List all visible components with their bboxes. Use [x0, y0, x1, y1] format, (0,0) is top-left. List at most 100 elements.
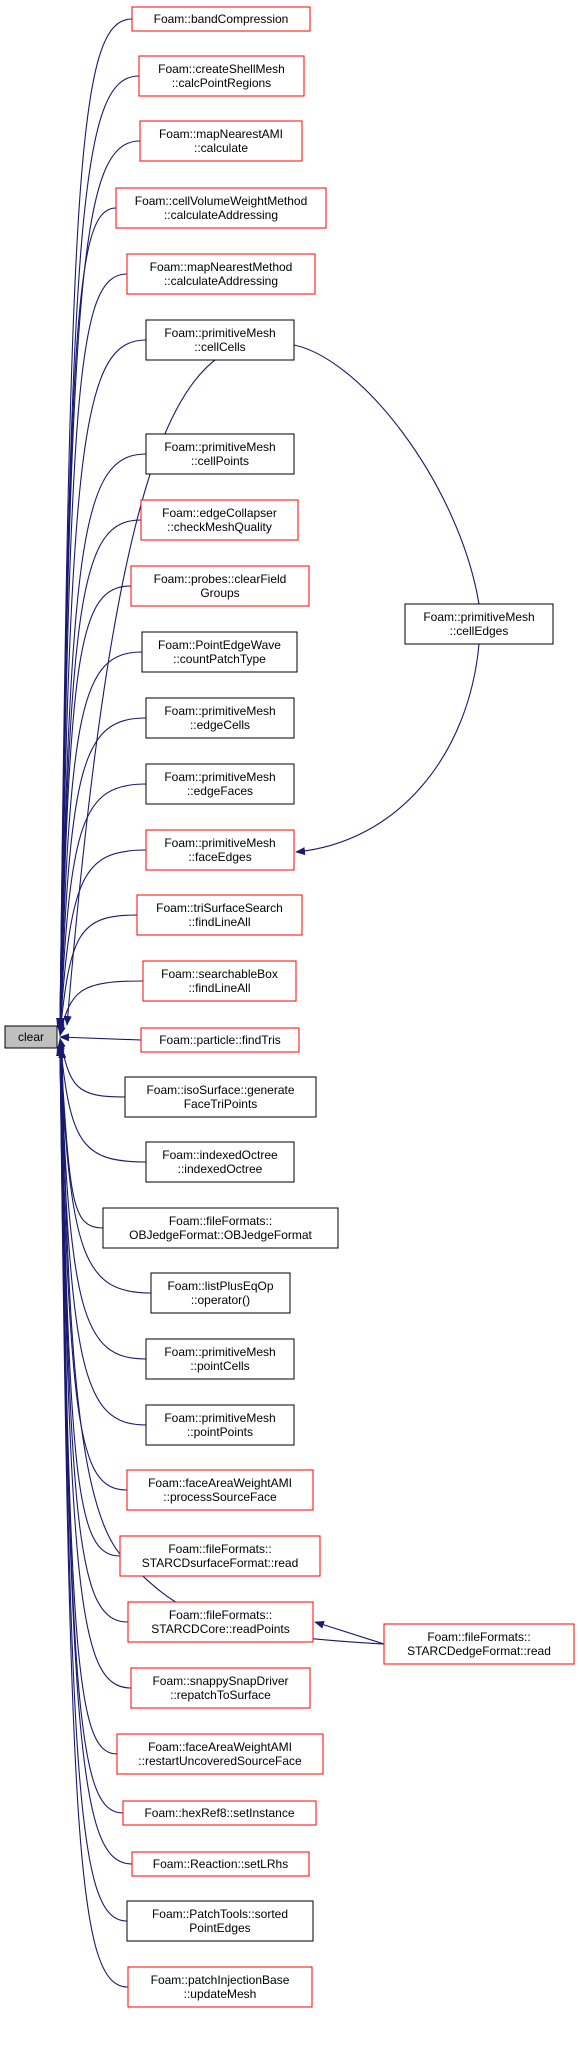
caller-node-n23-label-line: Foam::faceAreaWeightAMI: [148, 1476, 292, 1490]
caller-node-n31-box: [127, 1966, 313, 2008]
edge-n14-to-clear: [56, 914, 138, 1035]
caller-node-n16[interactable]: Foam::particle::findTris: [140, 1027, 300, 1053]
caller-node-n5-box: [126, 253, 316, 295]
caller-node-n11[interactable]: Foam::primitiveMesh::edgeCells: [145, 697, 295, 739]
caller-node-n14-label-line: Foam::triSurfaceSearch: [156, 901, 283, 915]
caller-node-n12-label-line: Foam::primitiveMesh: [164, 770, 275, 784]
caller-node-n27-label-line: ::restartUncoveredSourceFace: [138, 1754, 302, 1768]
caller-node-n32[interactable]: Foam::primitiveMesh::cellEdges: [404, 603, 554, 645]
caller-node-n8[interactable]: Foam::edgeCollapser::checkMeshQuality: [140, 499, 299, 541]
caller-node-n14[interactable]: Foam::triSurfaceSearch::findLineAll: [136, 894, 303, 936]
caller-node-n21[interactable]: Foam::primitiveMesh::pointCells: [145, 1338, 295, 1380]
caller-node-n6-label-line: Foam::primitiveMesh: [164, 326, 275, 340]
caller-node-n13-label-line: ::faceEdges: [188, 850, 251, 864]
caller-node-n32-label-line: ::cellEdges: [450, 624, 509, 638]
caller-node-n20-label-line: ::operator(): [191, 1293, 250, 1307]
caller-node-n23-label-line: ::processSourceFace: [163, 1490, 277, 1504]
caller-node-n18[interactable]: Foam::indexedOctree::indexedOctree: [145, 1141, 295, 1183]
caller-node-n4-label-line: ::calculateAddressing: [164, 208, 278, 222]
caller-node-n28-box: [122, 1800, 317, 1826]
caller-node-n14-box: [136, 894, 303, 936]
caller-node-n18-label-line: ::indexedOctree: [178, 1162, 263, 1176]
caller-node-n12[interactable]: Foam::primitiveMesh::edgeFaces: [145, 763, 295, 805]
caller-node-n26-label-line: Foam::snappySnapDriver: [152, 1674, 288, 1688]
caller-node-n13[interactable]: Foam::primitiveMesh::faceEdges: [145, 829, 295, 871]
caller-node-n9-label-line: Foam::probes::clearField: [154, 572, 287, 586]
caller-node-n8-box: [140, 499, 299, 541]
caller-node-n6-box: [145, 319, 295, 361]
caller-node-n25-box: [127, 1601, 314, 1643]
caller-node-n24-label-line: STARCDsurfaceFormat::read: [142, 1556, 299, 1570]
caller-node-n31[interactable]: Foam::patchInjectionBase::updateMesh: [127, 1966, 313, 2008]
edge-n7-to-clear: [56, 453, 147, 1028]
caller-node-n2[interactable]: Foam::createShellMesh::calcPointRegions: [138, 55, 305, 97]
caller-node-n22[interactable]: Foam::primitiveMesh::pointPoints: [145, 1404, 295, 1446]
caller-node-n11-label-line: Foam::primitiveMesh: [164, 704, 275, 718]
caller-node-n10[interactable]: Foam::PointEdgeWave::countPatchType: [141, 631, 298, 673]
caller-node-n5-label-line: ::calculateAddressing: [164, 274, 278, 288]
edge-n13-to-clear: [56, 849, 147, 1034]
focus-node-clear[interactable]: clear: [4, 1025, 58, 1049]
edge-n4-to-clear: [56, 207, 117, 1028]
caller-node-n17-label-line: Foam::isoSurface::generate: [146, 1083, 294, 1097]
caller-node-n11-box: [145, 697, 295, 739]
caller-node-n22-label-line: Foam::primitiveMesh: [164, 1411, 275, 1425]
caller-node-n14-label-line: ::findLineAll: [188, 915, 250, 929]
caller-node-n19-box: [102, 1207, 339, 1249]
caller-node-n26[interactable]: Foam::snappySnapDriver::repatchToSurface: [130, 1667, 311, 1709]
caller-node-n29-label-line: Foam::Reaction::setLRhs: [153, 1857, 288, 1871]
caller-node-n3[interactable]: Foam::mapNearestAMI::calculate: [139, 120, 303, 162]
caller-node-n19[interactable]: Foam::fileFormats::OBJedgeFormat::OBJedg…: [102, 1207, 339, 1249]
caller-node-n25-label-line: STARCDCore::readPoints: [151, 1622, 290, 1636]
caller-node-n7[interactable]: Foam::primitiveMesh::cellPoints: [145, 433, 295, 475]
edge-n23-to-clear: [56, 1046, 128, 1491]
caller-node-n12-label-line: ::edgeFaces: [187, 784, 253, 798]
caller-node-n10-label-line: ::countPatchType: [173, 652, 266, 666]
caller-node-n4[interactable]: Foam::cellVolumeWeightMethod::calculateA…: [115, 187, 327, 229]
caller-node-n29[interactable]: Foam::Reaction::setLRhs: [131, 1851, 310, 1877]
caller-node-n1[interactable]: Foam::bandCompression: [131, 6, 311, 32]
caller-node-n26-box: [130, 1667, 311, 1709]
caller-node-n18-box: [145, 1141, 295, 1183]
caller-node-n20-box: [150, 1272, 291, 1314]
caller-node-n10-box: [141, 631, 298, 673]
caller-node-n30-label-line: PointEdges: [189, 1921, 250, 1935]
caller-node-n19-label-line: Foam::fileFormats::: [169, 1214, 272, 1228]
edge-n20-to-clear: [56, 1042, 152, 1294]
caller-node-n6[interactable]: Foam::primitiveMesh::cellCells: [145, 319, 295, 361]
caller-node-n24[interactable]: Foam::fileFormats::STARCDsurfaceFormat::…: [119, 1535, 321, 1577]
edge-n12-to-clear: [56, 783, 147, 1032]
caller-node-n30-box: [126, 1900, 314, 1942]
caller-node-n15-label-line: ::findLineAll: [188, 981, 250, 995]
caller-node-n5[interactable]: Foam::mapNearestMethod::calculateAddress…: [126, 253, 316, 295]
caller-node-n15-box: [142, 960, 297, 1002]
caller-node-n22-label-line: ::pointPoints: [187, 1425, 253, 1439]
caller-node-n10-label-line: Foam::PointEdgeWave: [158, 638, 281, 652]
edge-n8-to-clear: [56, 519, 142, 1028]
caller-node-n17-box: [124, 1076, 317, 1118]
caller-node-n27[interactable]: Foam::faceAreaWeightAMI::restartUncovere…: [116, 1733, 324, 1775]
caller-node-n31-label-line: ::updateMesh: [184, 1987, 257, 2001]
caller-node-n23[interactable]: Foam::faceAreaWeightAMI::processSourceFa…: [126, 1469, 314, 1511]
caller-node-n16-box: [140, 1027, 300, 1053]
focus-node-clear-box: [4, 1025, 58, 1049]
caller-node-n28[interactable]: Foam::hexRef8::setInstance: [122, 1800, 317, 1826]
caller-node-n6-label-line: ::cellCells: [194, 340, 245, 354]
caller-node-n4-label-line: Foam::cellVolumeWeightMethod: [135, 194, 308, 208]
caller-node-n20[interactable]: Foam::listPlusEqOp::operator(): [150, 1272, 291, 1314]
caller-node-n3-box: [139, 120, 303, 162]
caller-node-n22-box: [145, 1404, 295, 1446]
caller-node-n16-label-line: Foam::particle::findTris: [159, 1033, 281, 1047]
caller-node-n15[interactable]: Foam::searchableBox::findLineAll: [142, 960, 297, 1002]
caller-node-n9-label-line: Groups: [200, 586, 239, 600]
edge-n10-to-clear: [56, 651, 143, 1029]
caller-node-n33[interactable]: Foam::fileFormats::STARCDedgeFormat::rea…: [383, 1623, 575, 1665]
caller-node-n7-label-line: ::cellPoints: [191, 454, 249, 468]
edge-n6-to-clear: [56, 339, 147, 1028]
caller-node-n7-box: [145, 433, 295, 475]
caller-node-n25[interactable]: Foam::fileFormats::STARCDCore::readPoint…: [127, 1601, 314, 1643]
caller-node-n33-box: [383, 1623, 575, 1665]
